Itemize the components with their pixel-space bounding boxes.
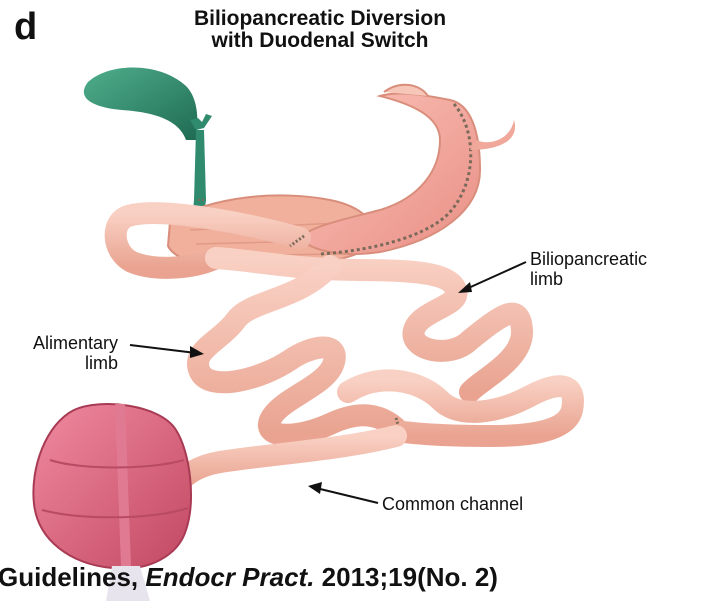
label-biliopancreatic-line-1: Biliopancreatic (530, 249, 647, 269)
label-common-channel: Common channel (382, 494, 523, 514)
label-biliopancreatic-limb: Biliopancreatic limb (530, 249, 647, 289)
gallbladder (84, 67, 198, 140)
sleeve-stomach (300, 85, 515, 254)
label-alimentary-line-2: limb (0, 353, 118, 373)
title-line-2: with Duodenal Switch (130, 30, 510, 52)
label-alimentary-limb: Alimentary limb (0, 333, 118, 373)
diagram-title: Biliopancreatic Diversion with Duodenal … (130, 8, 510, 52)
citation-part-2: 2013;19(No. 2) (314, 562, 498, 592)
common-channel (176, 436, 396, 486)
title-line-1: Biliopancreatic Diversion (130, 8, 510, 30)
citation-part-1: Guidelines, (0, 562, 145, 592)
label-biliopancreatic-line-2: limb (530, 269, 647, 289)
label-alimentary-line-1: Alimentary (0, 333, 118, 353)
arrow-common-channel (308, 482, 378, 503)
panel-letter: d (14, 8, 37, 46)
citation: Guidelines, Endocr Pract. 2013;19(No. 2) (0, 562, 498, 592)
arrow-biliopancreatic (458, 262, 526, 293)
citation-journal: Endocr Pract. (145, 562, 314, 592)
